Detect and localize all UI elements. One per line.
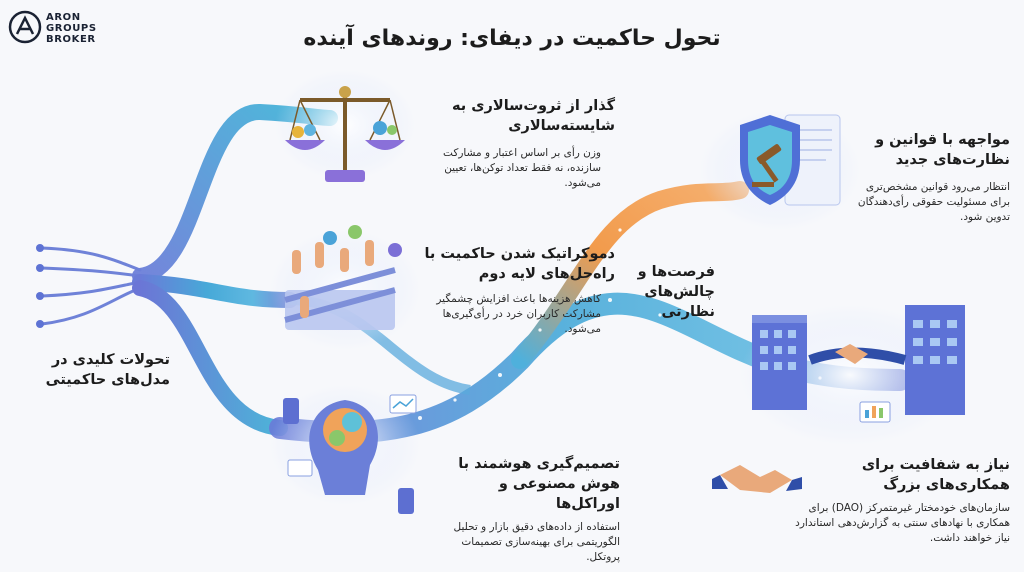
root-label: تحولات کلیدی در مدل‌های حاکمیتی bbox=[45, 352, 170, 388]
voting-hands-icon bbox=[270, 225, 420, 350]
outcome-card-1: مواجهه با قوانین و نظارت‌های جدید انتظار… bbox=[845, 130, 1010, 225]
branch-lower bbox=[132, 280, 288, 436]
input-strands bbox=[40, 246, 142, 326]
ai-brain-icon bbox=[270, 385, 420, 514]
scales-icon bbox=[275, 70, 415, 182]
branch-middle bbox=[132, 274, 298, 308]
branch-card-3: تصمیم‌گیری هوشمند با هوش مصنوعی و اوراکل… bbox=[430, 454, 620, 565]
outcome-heading-2: نیاز به شفافیت برای همکاری‌های بزرگ bbox=[861, 457, 1010, 493]
outcome-heading-1: مواجهه با قوانین و نظارت‌های جدید bbox=[875, 132, 1010, 168]
outcome-body-2: سازمان‌های خودمختار غیرمتمرکز (DAO) برای… bbox=[795, 502, 1010, 544]
brand-line-2: GROUPS bbox=[46, 23, 97, 34]
branch-card-1: گذار از ثروت‌سالاری به شایسته‌سالاری وزن… bbox=[415, 96, 615, 191]
branch-body-2: کاهش هزینه‌ها باعث افزایش چشمگیر مشارکت … bbox=[436, 293, 601, 335]
outcome-card-2: نیاز به شفافیت برای همکاری‌های بزرگ سازم… bbox=[790, 455, 1010, 546]
branch-heading-2: دموکراتیک شدن حاکمیت با راه‌حل‌های لایه … bbox=[424, 246, 615, 282]
branch-body-1: وزن رأی بر اساس اعتبار و مشارکت سازنده، … bbox=[443, 147, 601, 189]
input-dots bbox=[36, 244, 44, 328]
branch-body-3: استفاده از داده‌های دقیق بازار و تحلیل ا… bbox=[453, 521, 620, 563]
branch-heading-3: تصمیم‌گیری هوشمند با هوش مصنوعی و اوراکل… bbox=[458, 456, 620, 512]
page-title: تحول حاکمیت در دیفای: روندهای آینده bbox=[303, 26, 721, 51]
shield-gavel-icon bbox=[700, 110, 860, 230]
center-label: فرصت‌ها و چالش‌های نظارتی bbox=[637, 264, 715, 320]
branch-heading-1: گذار از ثروت‌سالاری به شایسته‌سالاری bbox=[451, 98, 615, 134]
brand-line-3: BROKER bbox=[46, 34, 96, 45]
brand-line-1: ARON bbox=[46, 12, 81, 23]
branch-card-2: دموکراتیک شدن حاکمیت با راه‌حل‌های لایه … bbox=[405, 244, 615, 337]
outcome-body-1: انتظار می‌رود قوانین مشخص‌تری برای مسئول… bbox=[857, 181, 1010, 223]
brand-logo: ARON GROUPS BROKER bbox=[8, 8, 118, 48]
handshake-buildings-icon bbox=[712, 305, 965, 493]
brand-mark-icon bbox=[8, 10, 42, 44]
